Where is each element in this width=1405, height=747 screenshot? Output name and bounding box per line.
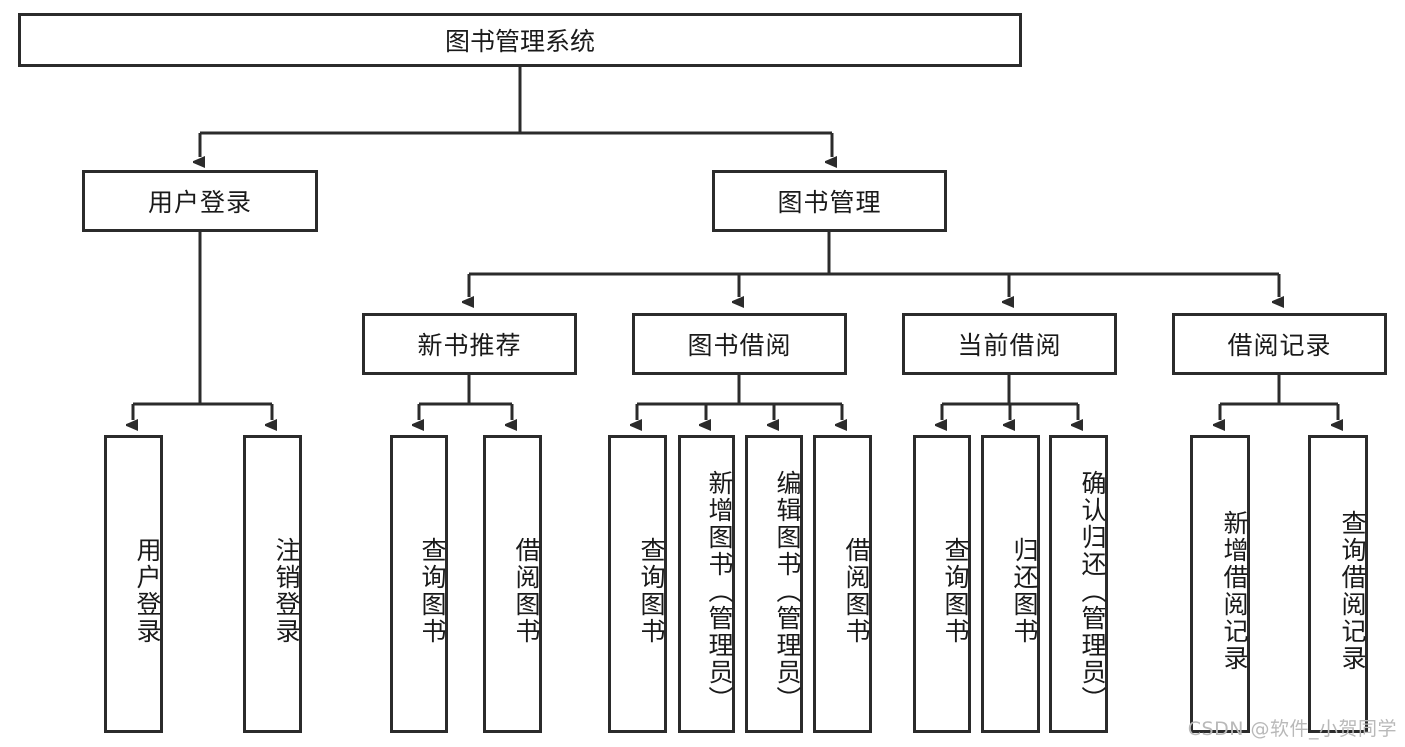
leaf-add-borrow-record[interactable]: 新增借阅记录 xyxy=(1190,435,1250,733)
leaf-edit-book-label: 编辑图书（管理员） xyxy=(773,469,802,713)
leaf-query-book-3[interactable]: 查询图书 xyxy=(913,435,971,733)
node-book-borrow[interactable]: 图书借阅 xyxy=(632,313,847,375)
leaf-add-book[interactable]: 新增图书（管理员） xyxy=(678,435,735,733)
leaf-borrow-book-2-label: 借阅图书 xyxy=(842,537,871,645)
node-root[interactable]: 图书管理系统 xyxy=(18,13,1022,67)
leaf-user-logout[interactable]: 注销登录 xyxy=(243,435,302,733)
node-current-borrow[interactable]: 当前借阅 xyxy=(902,313,1117,375)
node-book-borrow-label: 图书借阅 xyxy=(687,331,792,360)
leaf-user-login[interactable]: 用户登录 xyxy=(104,435,163,733)
leaf-borrow-book-1-label: 借阅图书 xyxy=(512,537,541,645)
leaf-user-logout-label: 注销登录 xyxy=(272,537,301,645)
leaf-query-book-1[interactable]: 查询图书 xyxy=(390,435,448,733)
leaf-borrow-book-1[interactable]: 借阅图书 xyxy=(483,435,542,733)
leaf-borrow-book-2[interactable]: 借阅图书 xyxy=(813,435,872,733)
node-borrow-record-label: 借阅记录 xyxy=(1227,331,1332,360)
leaf-edit-book[interactable]: 编辑图书（管理员） xyxy=(745,435,803,733)
node-root-label: 图书管理系统 xyxy=(444,27,595,56)
leaf-return-book[interactable]: 归还图书 xyxy=(981,435,1040,733)
leaf-query-borrow-record-label: 查询借阅记录 xyxy=(1338,510,1367,672)
leaf-query-borrow-record[interactable]: 查询借阅记录 xyxy=(1308,435,1368,733)
leaf-confirm-return-label: 确认归还（管理员） xyxy=(1078,469,1107,713)
node-user-login[interactable]: 用户登录 xyxy=(82,170,318,232)
node-book-management-label: 图书管理 xyxy=(777,188,882,217)
leaf-query-book-3-label: 查询图书 xyxy=(941,537,970,645)
leaf-return-book-label: 归还图书 xyxy=(1010,537,1039,645)
leaf-query-book-1-label: 查询图书 xyxy=(418,537,447,645)
node-new-book-recommend-label: 新书推荐 xyxy=(417,331,522,360)
watermark: CSDN @软件_小贺同学 xyxy=(1187,718,1397,740)
leaf-add-book-label: 新增图书（管理员） xyxy=(705,469,734,713)
leaf-add-borrow-record-label: 新增借阅记录 xyxy=(1220,510,1249,672)
node-user-login-label: 用户登录 xyxy=(147,188,252,217)
leaf-query-book-2-label: 查询图书 xyxy=(637,537,666,645)
leaf-user-login-label: 用户登录 xyxy=(133,537,162,645)
node-current-borrow-label: 当前借阅 xyxy=(957,331,1062,360)
node-borrow-record[interactable]: 借阅记录 xyxy=(1172,313,1387,375)
leaf-confirm-return[interactable]: 确认归还（管理员） xyxy=(1049,435,1108,733)
node-book-management[interactable]: 图书管理 xyxy=(712,170,947,232)
node-new-book-recommend[interactable]: 新书推荐 xyxy=(362,313,577,375)
leaf-query-book-2[interactable]: 查询图书 xyxy=(608,435,667,733)
